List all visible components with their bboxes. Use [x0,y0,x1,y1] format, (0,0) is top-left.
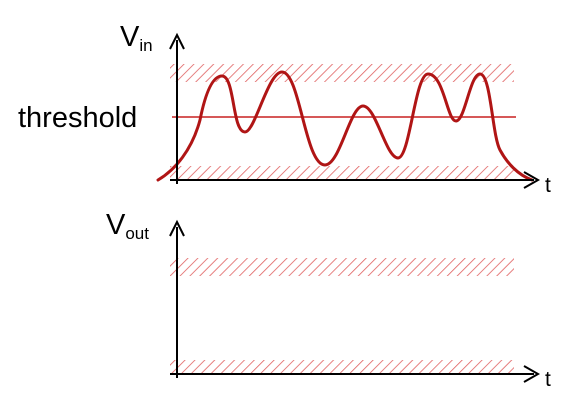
input-signal-waveform [156,70,534,182]
input-y-label-main: V [120,21,140,53]
input-x-axis [170,171,541,189]
output-y-axis-label: Vout [106,209,149,243]
output-x-arrowhead [523,365,541,383]
output-y-arrowhead [169,219,185,237]
output-x-axis-label: t [545,368,551,391]
input-x-arrowhead [523,171,541,189]
input-y-arrowhead [169,32,185,50]
input-lower-hatch-band [170,166,514,180]
input-upper-hatch-band [170,64,514,82]
output-lower-hatch-band [170,360,514,374]
input-plot: Vin threshold t [18,21,551,197]
input-y-axis [169,32,185,184]
threshold-label: threshold [18,102,137,134]
output-y-label-main: V [106,209,126,241]
input-y-axis-label: Vin [120,21,153,55]
output-x-axis [170,365,541,383]
output-y-label-sub: out [125,224,149,243]
input-y-label-sub: in [139,36,152,55]
output-y-axis [169,219,185,378]
input-x-axis-label: t [545,174,551,197]
output-plot: Vout t [106,209,551,391]
output-upper-hatch-band [170,258,514,276]
